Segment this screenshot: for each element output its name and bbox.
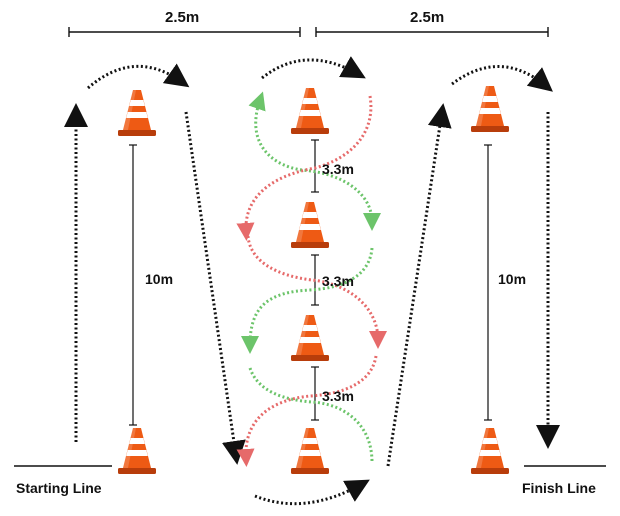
red-arc-2: [246, 235, 387, 349]
length-dimension-right: [484, 144, 492, 421]
green-arc-1: [248, 91, 303, 172]
spacing-dimension-right: [315, 27, 549, 37]
route-arrows: [64, 56, 560, 506]
traffic-cone-icon: [118, 428, 156, 474]
finish-line-label: Finish Line: [522, 480, 596, 496]
route-arrow-down-diagonal: [184, 111, 246, 465]
route-arrow-top-left-curve: [87, 63, 190, 90]
spacing-dimension-left: [68, 27, 301, 37]
red-arc-1: [236, 95, 373, 241]
length-label-right: 10m: [498, 271, 527, 287]
gap-label-3: 3.3m: [322, 388, 354, 404]
traffic-cone-icon: [471, 428, 509, 474]
route-arrow-bottom-curve: [254, 479, 370, 506]
length-label-left: 10m: [145, 271, 174, 287]
spacing-label-right: 2.5m: [410, 9, 445, 26]
traffic-cone-icon: [291, 428, 329, 474]
traffic-cone-icon: [291, 315, 329, 361]
route-arrow-up-diagonal: [386, 103, 452, 467]
traffic-cone-icon: [471, 86, 509, 132]
route-arrow-top-right-curve: [451, 65, 553, 92]
starting-line-label: Starting Line: [16, 480, 102, 496]
gap-label-1: 3.3m: [322, 161, 354, 177]
green-arc-4: [248, 367, 374, 463]
spacing-label-left: 2.5m: [165, 9, 200, 26]
traffic-cone-icon: [291, 88, 329, 134]
red-arc-3: [236, 355, 378, 467]
route-arrow-top-center-curve: [261, 56, 366, 80]
traffic-cone-icon: [118, 90, 156, 136]
slalom-red-arcs: [236, 95, 387, 467]
traffic-cone-icon: [291, 202, 329, 248]
length-dimension-left: [129, 144, 137, 426]
green-arc-3: [241, 247, 374, 354]
slalom-green-arcs: [241, 91, 381, 463]
gap-label-2: 3.3m: [322, 273, 354, 289]
